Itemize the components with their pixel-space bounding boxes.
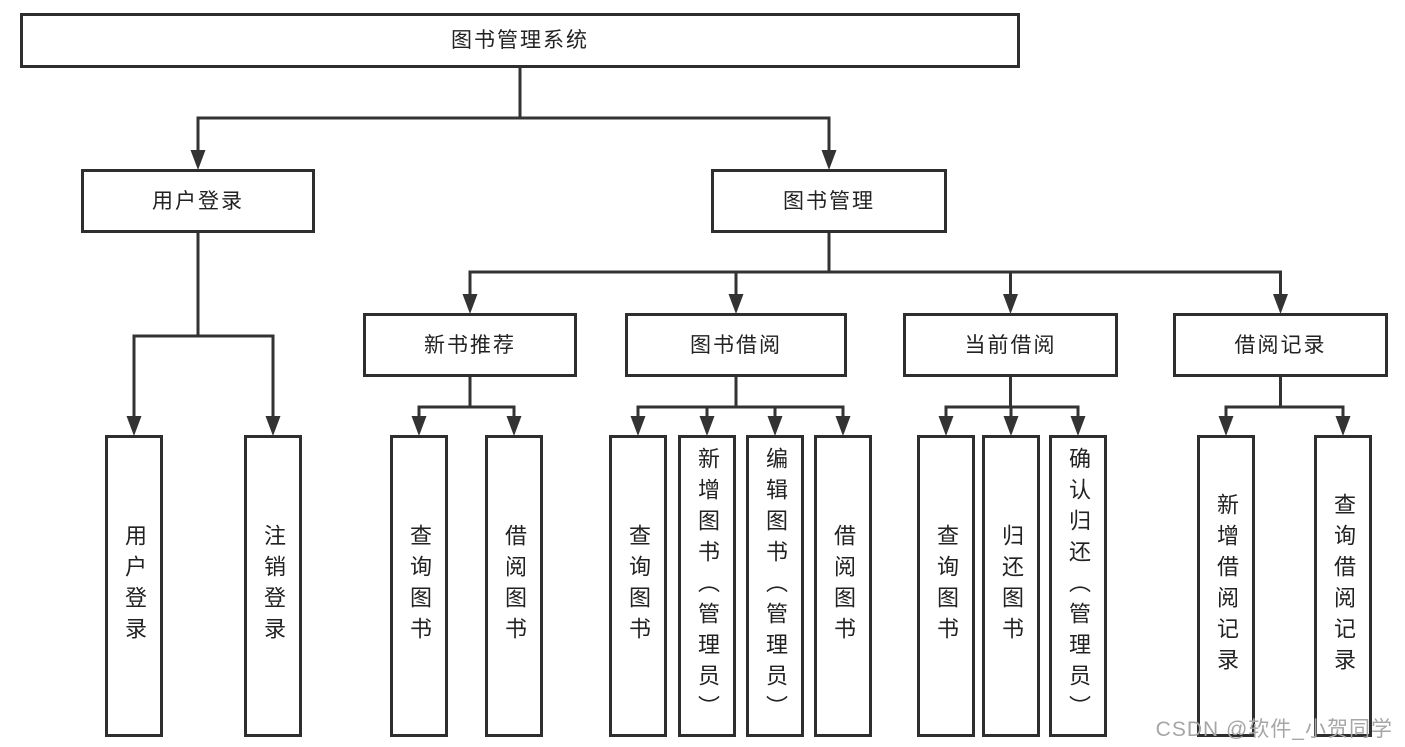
node-label: 用户登录 bbox=[122, 524, 147, 648]
arrowhead-down-icon bbox=[938, 416, 954, 436]
node-label: 借阅图书 bbox=[831, 524, 856, 648]
node-root: 图书管理系统 bbox=[20, 13, 1020, 68]
arrowhead-down-icon bbox=[630, 416, 646, 436]
arrowhead-down-icon bbox=[411, 416, 427, 436]
node-br-add-record: 新增借阅记录 bbox=[1197, 435, 1255, 737]
node-bb-borrow-book: 借阅图书 bbox=[814, 435, 872, 737]
arrowhead-down-icon bbox=[506, 416, 522, 436]
node-label: 查询图书 bbox=[934, 524, 959, 648]
node-cb-confirm-ret: 确认归还（管理员） bbox=[1049, 435, 1107, 737]
node-book-mgmt: 图书管理 bbox=[711, 169, 947, 233]
node-label: 查询图书 bbox=[407, 524, 432, 648]
node-nb-borrow-book: 借阅图书 bbox=[485, 435, 543, 737]
node-label: 图书借阅 bbox=[690, 333, 782, 357]
node-book-borrow: 图书借阅 bbox=[625, 313, 847, 377]
node-label: 当前借阅 bbox=[964, 333, 1057, 357]
node-label: 查询图书 bbox=[626, 524, 651, 648]
arrowhead-down-icon bbox=[821, 150, 837, 170]
node-new-book-rec: 新书推荐 bbox=[363, 313, 577, 377]
node-cb-query-book: 查询图书 bbox=[917, 435, 975, 737]
csdn-watermark: CSDN @软件_小贺同学 bbox=[1155, 718, 1393, 741]
node-label: 编辑图书（管理员） bbox=[763, 446, 788, 726]
node-bb-edit-book: 编辑图书（管理员） bbox=[746, 435, 804, 737]
arrowhead-down-icon bbox=[1070, 416, 1086, 436]
arrowhead-down-icon bbox=[699, 416, 715, 436]
node-label: 新增借阅记录 bbox=[1214, 493, 1239, 679]
node-label: 新增图书（管理员） bbox=[695, 446, 720, 726]
node-borrow-records: 借阅记录 bbox=[1173, 313, 1388, 377]
arrowhead-down-icon bbox=[265, 416, 281, 436]
node-bb-query-book: 查询图书 bbox=[609, 435, 667, 737]
arrowhead-down-icon bbox=[767, 416, 783, 436]
node-user-login: 用户登录 bbox=[81, 169, 315, 233]
node-br-query-record: 查询借阅记录 bbox=[1314, 435, 1372, 737]
node-label: 归还图书 bbox=[999, 524, 1024, 648]
node-label: 用户登录 bbox=[152, 189, 244, 213]
arrowhead-down-icon bbox=[190, 150, 206, 170]
node-cb-return-book: 归还图书 bbox=[982, 435, 1040, 737]
node-ul-login: 用户登录 bbox=[105, 435, 163, 737]
node-label: 确认归还（管理员） bbox=[1066, 446, 1091, 726]
arrowhead-down-icon bbox=[1003, 416, 1019, 436]
node-label: 图书管理 bbox=[783, 189, 875, 213]
arrowhead-down-icon bbox=[126, 416, 142, 436]
node-label: 借阅记录 bbox=[1234, 333, 1327, 357]
node-label: 新书推荐 bbox=[424, 333, 516, 357]
arrowhead-down-icon bbox=[728, 294, 744, 314]
node-nb-query-book: 查询图书 bbox=[390, 435, 448, 737]
arrowhead-down-icon bbox=[835, 416, 851, 436]
node-bb-add-book: 新增图书（管理员） bbox=[678, 435, 736, 737]
node-ul-logout: 注销登录 bbox=[244, 435, 302, 737]
node-label: 查询借阅记录 bbox=[1331, 493, 1356, 679]
arrowhead-down-icon bbox=[1335, 416, 1351, 436]
arrowhead-down-icon bbox=[1273, 294, 1288, 314]
arrowhead-down-icon bbox=[1218, 416, 1234, 436]
arrowhead-down-icon bbox=[1003, 294, 1018, 314]
node-current-borrow: 当前借阅 bbox=[903, 313, 1118, 377]
node-label: 借阅图书 bbox=[502, 524, 527, 648]
node-label: 注销登录 bbox=[261, 524, 286, 648]
arrowhead-down-icon bbox=[462, 294, 478, 314]
node-label: 图书管理系统 bbox=[451, 29, 589, 52]
